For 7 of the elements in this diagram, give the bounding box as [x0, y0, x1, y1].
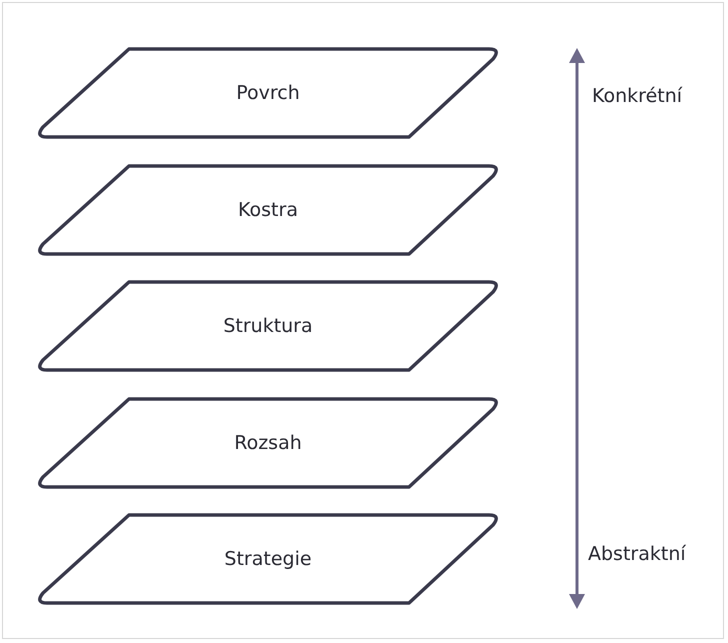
layer-label: Rozsah	[234, 432, 302, 454]
layer-label: Strategie	[224, 548, 312, 570]
scale-label: Abstraktní	[588, 543, 686, 565]
scale-label: Konkrétní	[592, 85, 682, 107]
layer-label: Struktura	[223, 315, 313, 337]
layer-label: Povrch	[236, 82, 300, 104]
layer-label: Kostra	[238, 199, 298, 221]
